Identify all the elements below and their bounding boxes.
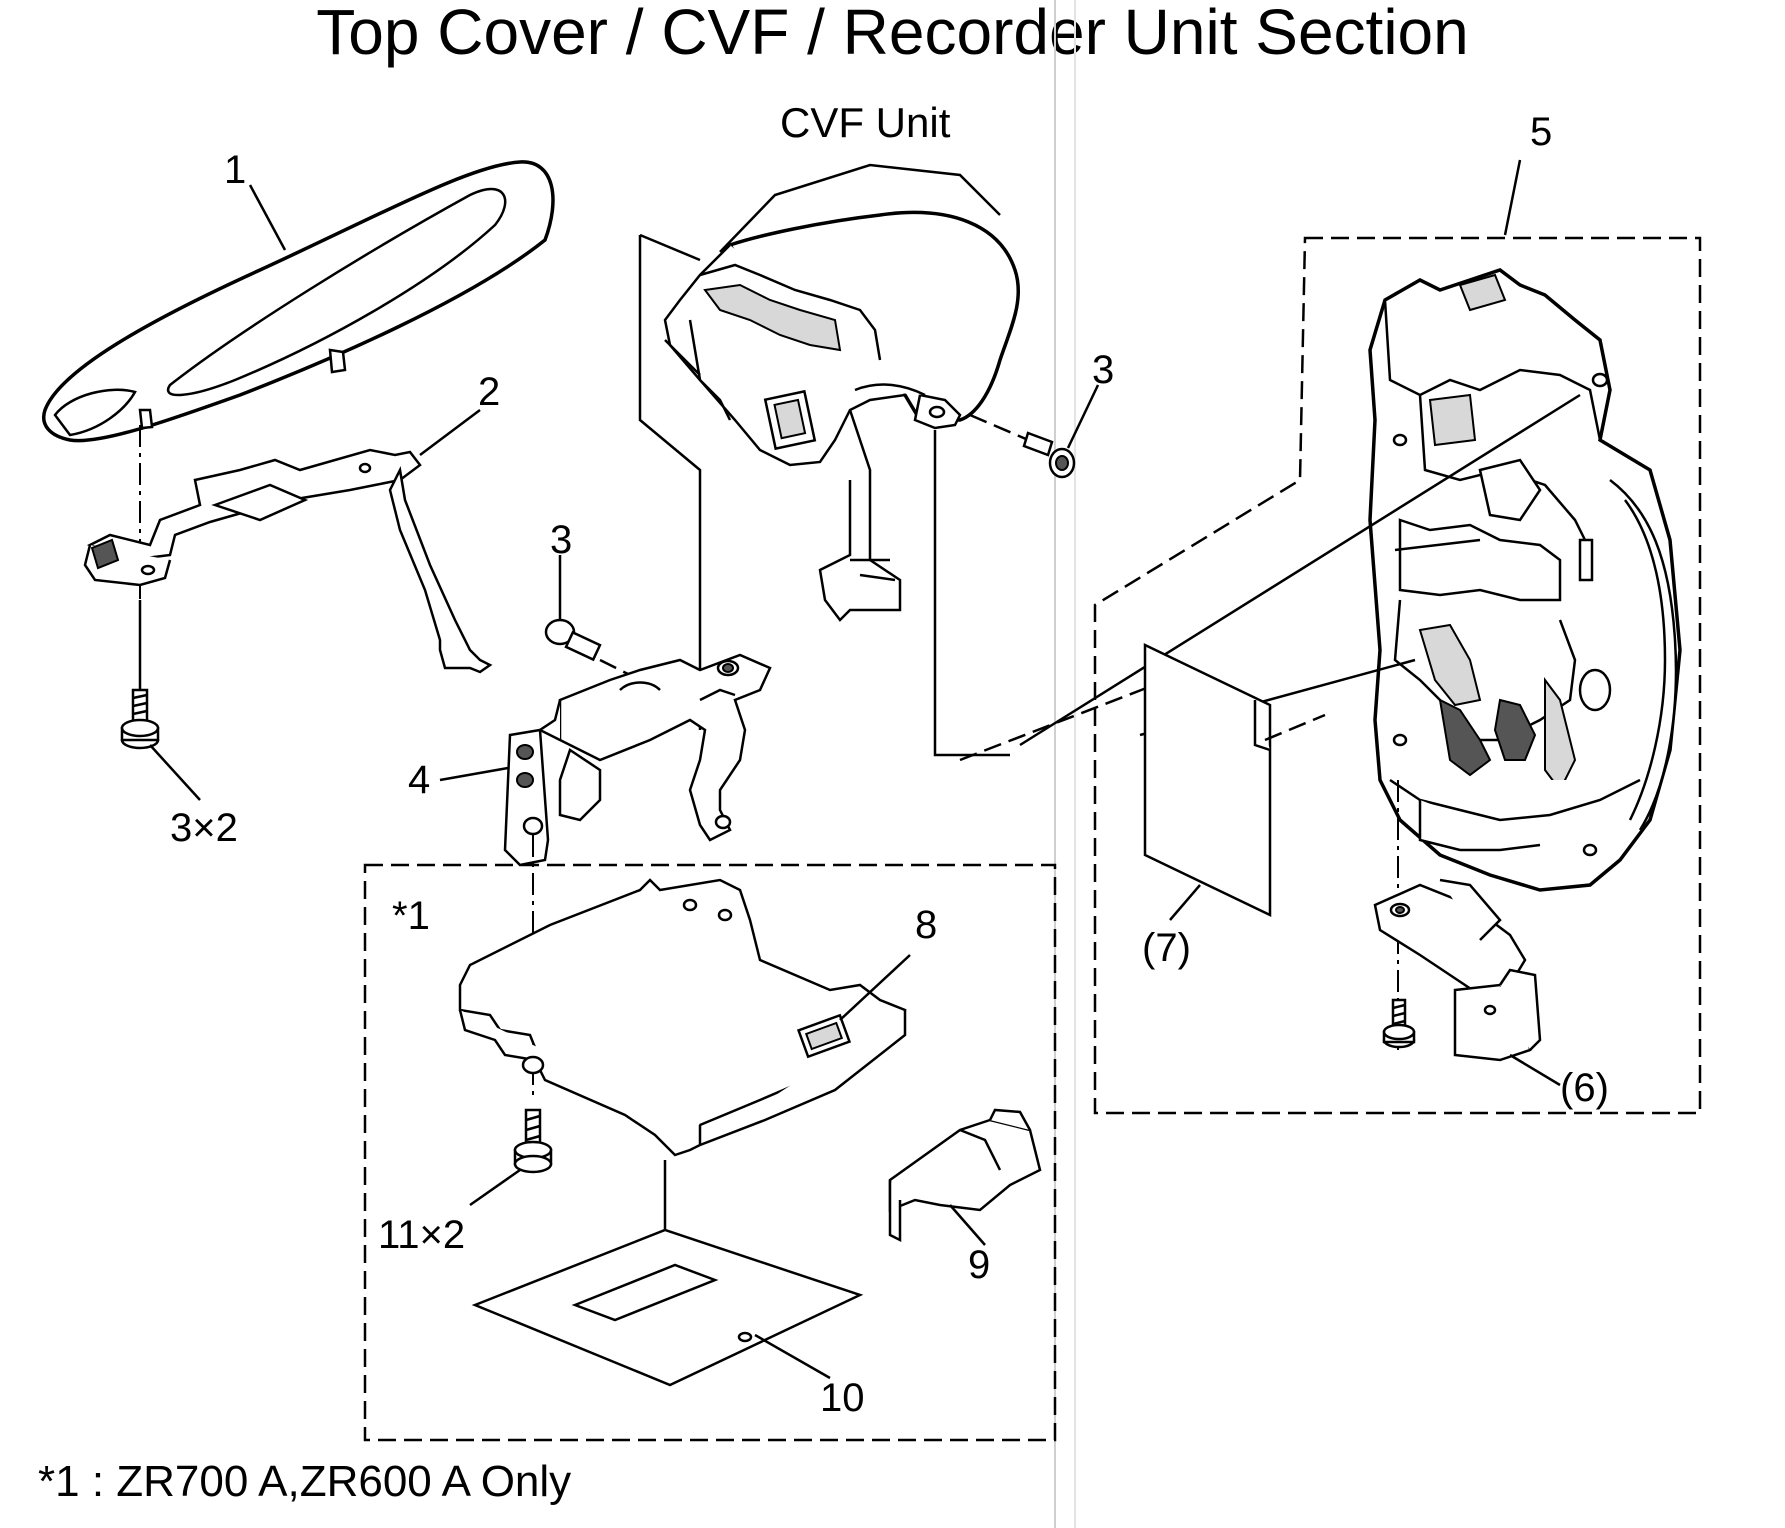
screw-part-6 (1382, 998, 1416, 1049)
part-4-label: 4 (408, 758, 431, 802)
part-1-leader (248, 184, 287, 251)
switch-part-6 (1373, 878, 1561, 1087)
sheet-part-10 (471, 1228, 864, 1387)
recorder-unit-box (1093, 236, 1702, 1115)
board-part-8 (458, 878, 911, 1157)
sheet-part-7 (1143, 643, 1326, 921)
cvf-phantom-line-2 (933, 430, 1010, 757)
footnote: *1 : ZR700 A,ZR600 A Only (38, 1457, 572, 1506)
group-mark-label: *1 (392, 894, 430, 938)
screw-3x2 (120, 600, 201, 801)
part-6-label: (6) (1560, 1066, 1609, 1110)
phantom-link-2 (1019, 393, 1581, 747)
bracket-part-2 (83, 448, 493, 674)
recorder-unit-part-5 (1368, 268, 1682, 892)
part-5-label: 5 (1530, 110, 1553, 154)
part-2-label: 2 (478, 370, 501, 414)
screw-11x2 (469, 1108, 553, 1207)
part-8-label: 8 (915, 903, 938, 947)
part-3-middle-label: 3 (550, 518, 573, 562)
part-3-right-label: 3 (1092, 348, 1115, 392)
cvf-phantom-line (638, 235, 702, 730)
part-11x2-label: 11×2 (378, 1213, 466, 1257)
part-9-label: 9 (968, 1243, 991, 1287)
cover-part-9 (888, 1108, 1042, 1246)
cvf-unit (663, 210, 1020, 622)
part-5-leader (1503, 159, 1522, 236)
top-cover-part-1 (42, 160, 555, 443)
part-7-label: (7) (1142, 926, 1191, 970)
bracket-part-4 (439, 653, 772, 867)
screw-3-middle (544, 555, 661, 692)
part-3x2-label: 3×2 (170, 806, 238, 850)
part-1-label: 1 (224, 148, 247, 192)
cvf-unit-label: CVF Unit (780, 99, 951, 146)
phantom-link-1 (959, 673, 1181, 762)
group-box-zr-only (363, 863, 1057, 1442)
part-2-leader (419, 409, 481, 456)
screw-3-right (969, 384, 1100, 479)
part-10-label: 10 (820, 1376, 865, 1420)
cvf-unit-leader (719, 163, 1001, 253)
cvf-unit-leader-2 (639, 233, 701, 262)
diagram-title: Top Cover / CVF / Recorder Unit Section (316, 0, 1469, 68)
